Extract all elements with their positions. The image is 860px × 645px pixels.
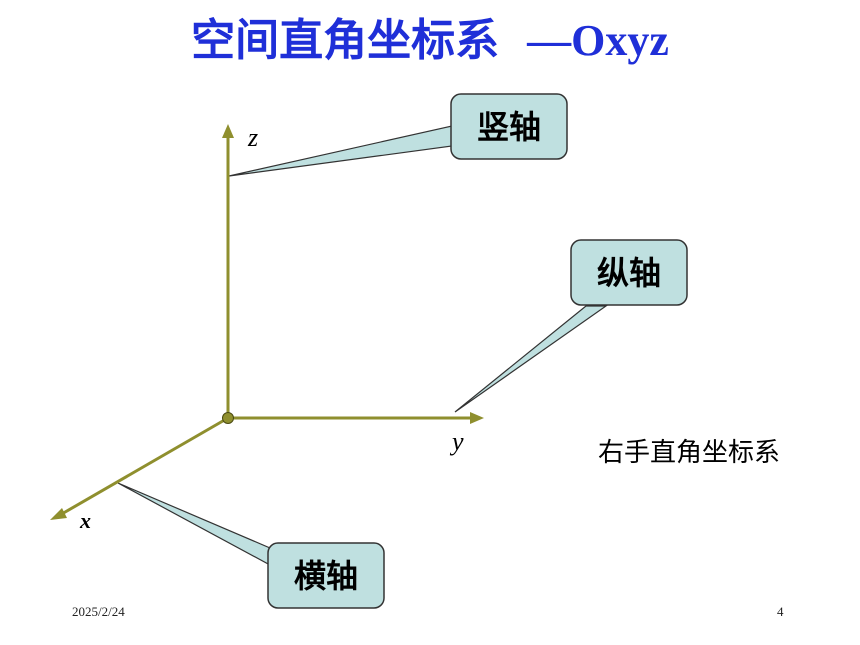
callout-pointer-longitudinal xyxy=(454,305,608,413)
page-number: 4 xyxy=(777,604,784,619)
callout-longitudinal-axis: 纵轴 xyxy=(570,239,688,306)
callout-vertical-axis-label: 竖轴 xyxy=(477,108,541,146)
callout-longitudinal-axis-label: 纵轴 xyxy=(597,254,661,292)
callout-pointer-horizontal xyxy=(117,482,271,567)
slide-title: 空间直角坐标系 —Oxyz xyxy=(0,4,860,68)
caption-right-hand-system: 右手直角坐标系 xyxy=(598,438,781,468)
x-axis-label: x xyxy=(79,508,91,533)
callout-horizontal-axis: 横轴 xyxy=(267,542,385,609)
footer-date: 2025/2/24 xyxy=(72,604,125,619)
z-axis xyxy=(222,124,234,418)
title-chinese: 空间直角坐标系 xyxy=(191,15,500,66)
origin-point xyxy=(222,412,234,424)
x-axis xyxy=(50,416,229,520)
title-latin: —Oxyz xyxy=(527,16,669,65)
callout-vertical-axis: 竖轴 xyxy=(450,93,568,160)
y-axis xyxy=(228,412,484,424)
callout-horizontal-axis-label: 横轴 xyxy=(294,557,358,595)
callout-pointer-vertical xyxy=(228,125,453,177)
z-axis-label: z xyxy=(247,123,258,152)
y-axis-label: y xyxy=(449,427,464,456)
